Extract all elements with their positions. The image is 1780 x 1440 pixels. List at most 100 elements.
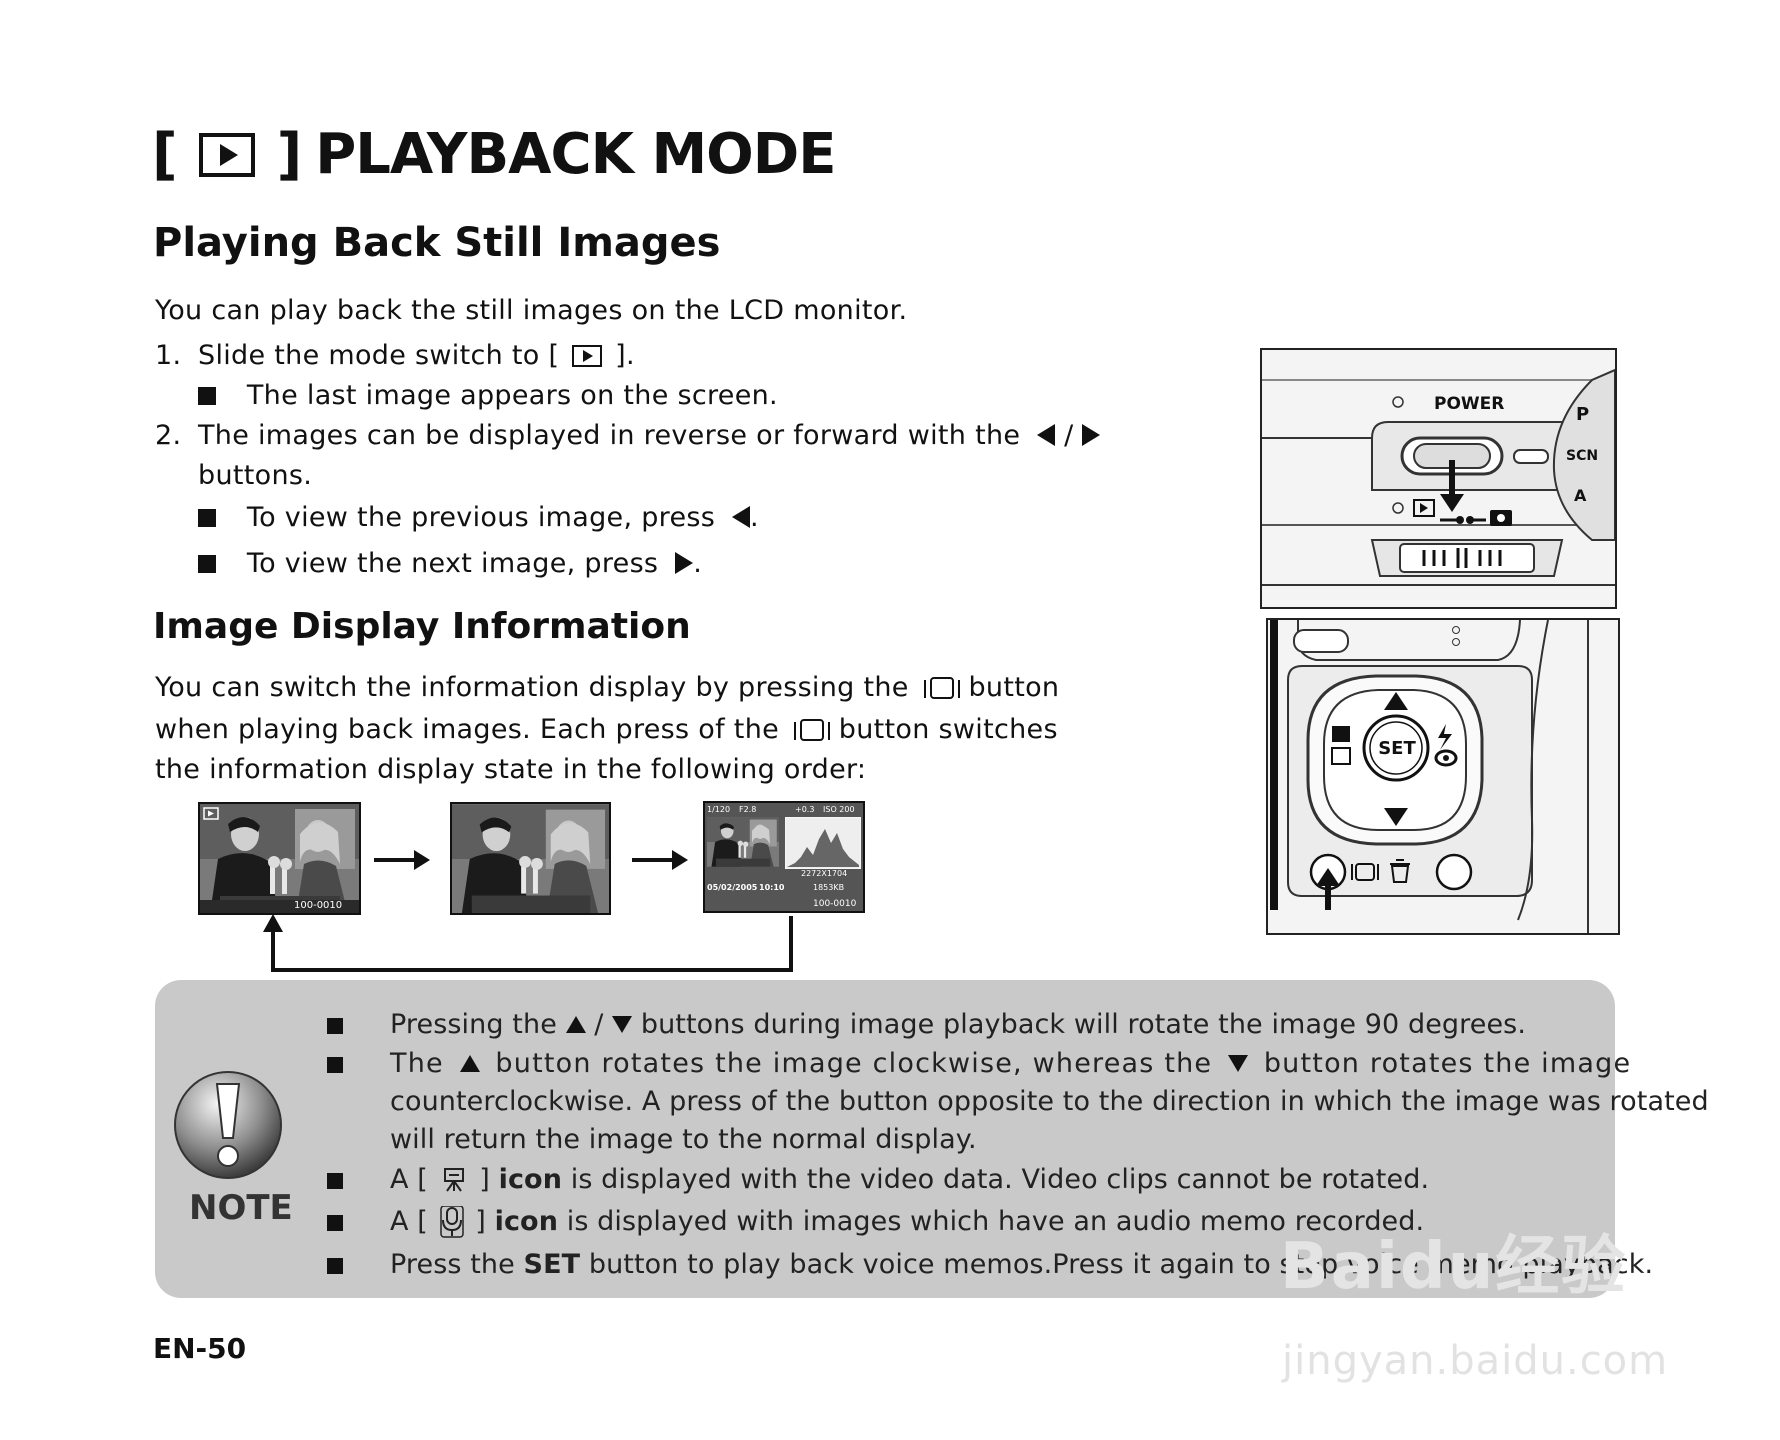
set-button-label: SET: [1378, 738, 1416, 759]
right-arrow-icon: [675, 552, 694, 574]
step-1-bullet-text: The last image appears on the screen.: [246, 380, 778, 411]
image-counter: 100-0010: [813, 899, 857, 909]
resolution: 2272X1704: [801, 869, 848, 878]
note-item-5-a: Press the: [390, 1249, 515, 1280]
note-item-1-sep: /: [594, 1009, 604, 1040]
page-number: EN-50: [153, 1332, 247, 1365]
bullet-previous-text: To view the previous image, press: [246, 502, 716, 533]
up-arrow-icon: [459, 1055, 480, 1072]
play-icon: [198, 132, 255, 177]
display-info-line1-a: You can switch the information display b…: [155, 672, 909, 703]
step-1: 1. Slide the mode switch to [ ].: [155, 336, 635, 376]
note-item-4-b: ]: [475, 1206, 486, 1237]
camera-top-drawing: [1262, 350, 1615, 607]
step-2-text-line2: buttons.: [198, 460, 313, 491]
note-item-4-c: is displayed with images which have an a…: [566, 1206, 1425, 1237]
note-item-5-bold: SET: [523, 1249, 581, 1280]
display-button-icon: [923, 677, 960, 699]
bullet-square-icon: [327, 1057, 343, 1073]
note-item-3-bold: icon: [498, 1164, 563, 1195]
period: .: [750, 502, 759, 533]
exclamation-icon: [174, 1071, 282, 1179]
bullet-next: To view the next image, press .: [198, 544, 702, 584]
thumbnail-no-info: [450, 802, 611, 915]
play-icon: [572, 345, 603, 367]
video-icon: [443, 1168, 464, 1192]
left-arrow-icon: [1037, 424, 1056, 446]
bullet-square-icon: [327, 1258, 343, 1274]
section-title-still-images: Playing Back Still Images: [153, 220, 721, 266]
power-label: POWER: [1434, 394, 1505, 414]
section-title-display-info: Image Display Information: [153, 606, 691, 647]
down-arrow-icon: [1228, 1055, 1249, 1072]
note-item-2-b: button rotates the image clockwise, wher…: [495, 1048, 1213, 1079]
note-item-1-a: Pressing the: [390, 1009, 557, 1040]
step-1-number: 1.: [155, 340, 182, 371]
note-item-1-c: buttons during image playback will rotat…: [640, 1009, 1527, 1040]
display-info-line1-b: button: [968, 672, 1060, 703]
step-1-text: Slide the mode switch to [: [198, 340, 560, 371]
time: 10:10: [759, 883, 785, 892]
play-icon: [203, 807, 219, 820]
exposure-value: +0.3: [795, 805, 815, 814]
note-item-3-c: is displayed with the video data. Video …: [570, 1164, 1430, 1195]
bullet-next-text: To view the next image, press: [246, 548, 659, 579]
page-heading: [ ] PLAYBACK MODE: [152, 122, 837, 187]
photo-image: [200, 804, 359, 913]
histogram: [785, 817, 861, 869]
step-2-text: The images can be displayed in reverse o…: [198, 420, 1021, 451]
watermark-url: jingyan.baidu.com: [1282, 1338, 1669, 1384]
bullet-square-icon: [327, 1215, 343, 1231]
aperture: F2.8: [739, 805, 757, 814]
file-size: 1853KB: [813, 883, 845, 892]
display-button-icon: [793, 719, 830, 741]
display-info-line2-b: button switches: [838, 714, 1058, 745]
note-item-5-c: button to play back voice memos.Press it…: [588, 1249, 1654, 1280]
thumbnail-basic-info: 100-0010: [198, 802, 361, 915]
bullet-square-icon: [327, 1018, 343, 1034]
bullet-square-icon: [198, 387, 216, 405]
loop-back-arrow: [263, 914, 793, 972]
camera-back-drawing: [1268, 620, 1618, 933]
note-label: NOTE: [189, 1188, 293, 1228]
camera-top-illustration: POWER P SCN A: [1260, 348, 1617, 609]
down-arrow-icon: [612, 1016, 633, 1033]
bracket-open: [: [152, 122, 178, 187]
step-2: 2. The images can be displayed in revers…: [155, 416, 1101, 456]
note-item-2-a: The: [390, 1048, 444, 1079]
period: .: [693, 548, 703, 579]
step-1-text-end: ].: [615, 340, 635, 371]
image-counter: 100-0010: [294, 900, 343, 911]
photo-image: [452, 804, 609, 913]
display-info-line1: You can switch the information display b…: [155, 668, 1059, 708]
watermark-logo: Baidu经验: [1280, 1230, 1628, 1304]
note-item-2-c: button rotates the image: [1263, 1048, 1632, 1079]
flow-arrow-1: [374, 850, 430, 870]
dial-label-p: P: [1576, 404, 1590, 425]
thumbnail-detailed-info: 1/120 F2.8 +0.3 ISO 200 2272X1704 05/02/…: [703, 801, 865, 913]
display-info-line2: when playing back images. Each press of …: [155, 710, 1058, 750]
note-item-4-bold: icon: [494, 1206, 559, 1237]
dial-label-a: A: [1574, 486, 1587, 505]
note-item-3-a: A [: [390, 1164, 428, 1195]
bullet-square-icon: [198, 509, 216, 527]
photo-image-small: [707, 817, 779, 867]
page-title: PLAYBACK MODE: [315, 122, 836, 187]
audio-memo-icon: [439, 1205, 464, 1238]
up-arrow-icon: [565, 1016, 586, 1033]
step-2-number: 2.: [155, 420, 182, 451]
note-item-2-line3-text: will return the image to the normal disp…: [390, 1124, 977, 1155]
right-arrow-icon: [1082, 424, 1101, 446]
note-item-4-a: A [: [390, 1206, 428, 1237]
left-arrow-icon: [732, 506, 751, 528]
intro-text: You can play back the still images on th…: [155, 295, 908, 326]
note-item-2-line2-text: counterclockwise. A press of the button …: [390, 1086, 1709, 1117]
note-item-3-b: ]: [479, 1164, 490, 1195]
bullet-square-icon: [198, 555, 216, 573]
display-info-line2-a: when playing back images. Each press of …: [155, 714, 780, 745]
display-info-line3: the information display state in the fol…: [155, 754, 867, 785]
step-1-bullet: The last image appears on the screen.: [198, 376, 778, 416]
bullet-previous: To view the previous image, press .: [198, 498, 759, 538]
note-box: NOTE: [155, 980, 1615, 1298]
bracket-close: ]: [276, 122, 303, 187]
